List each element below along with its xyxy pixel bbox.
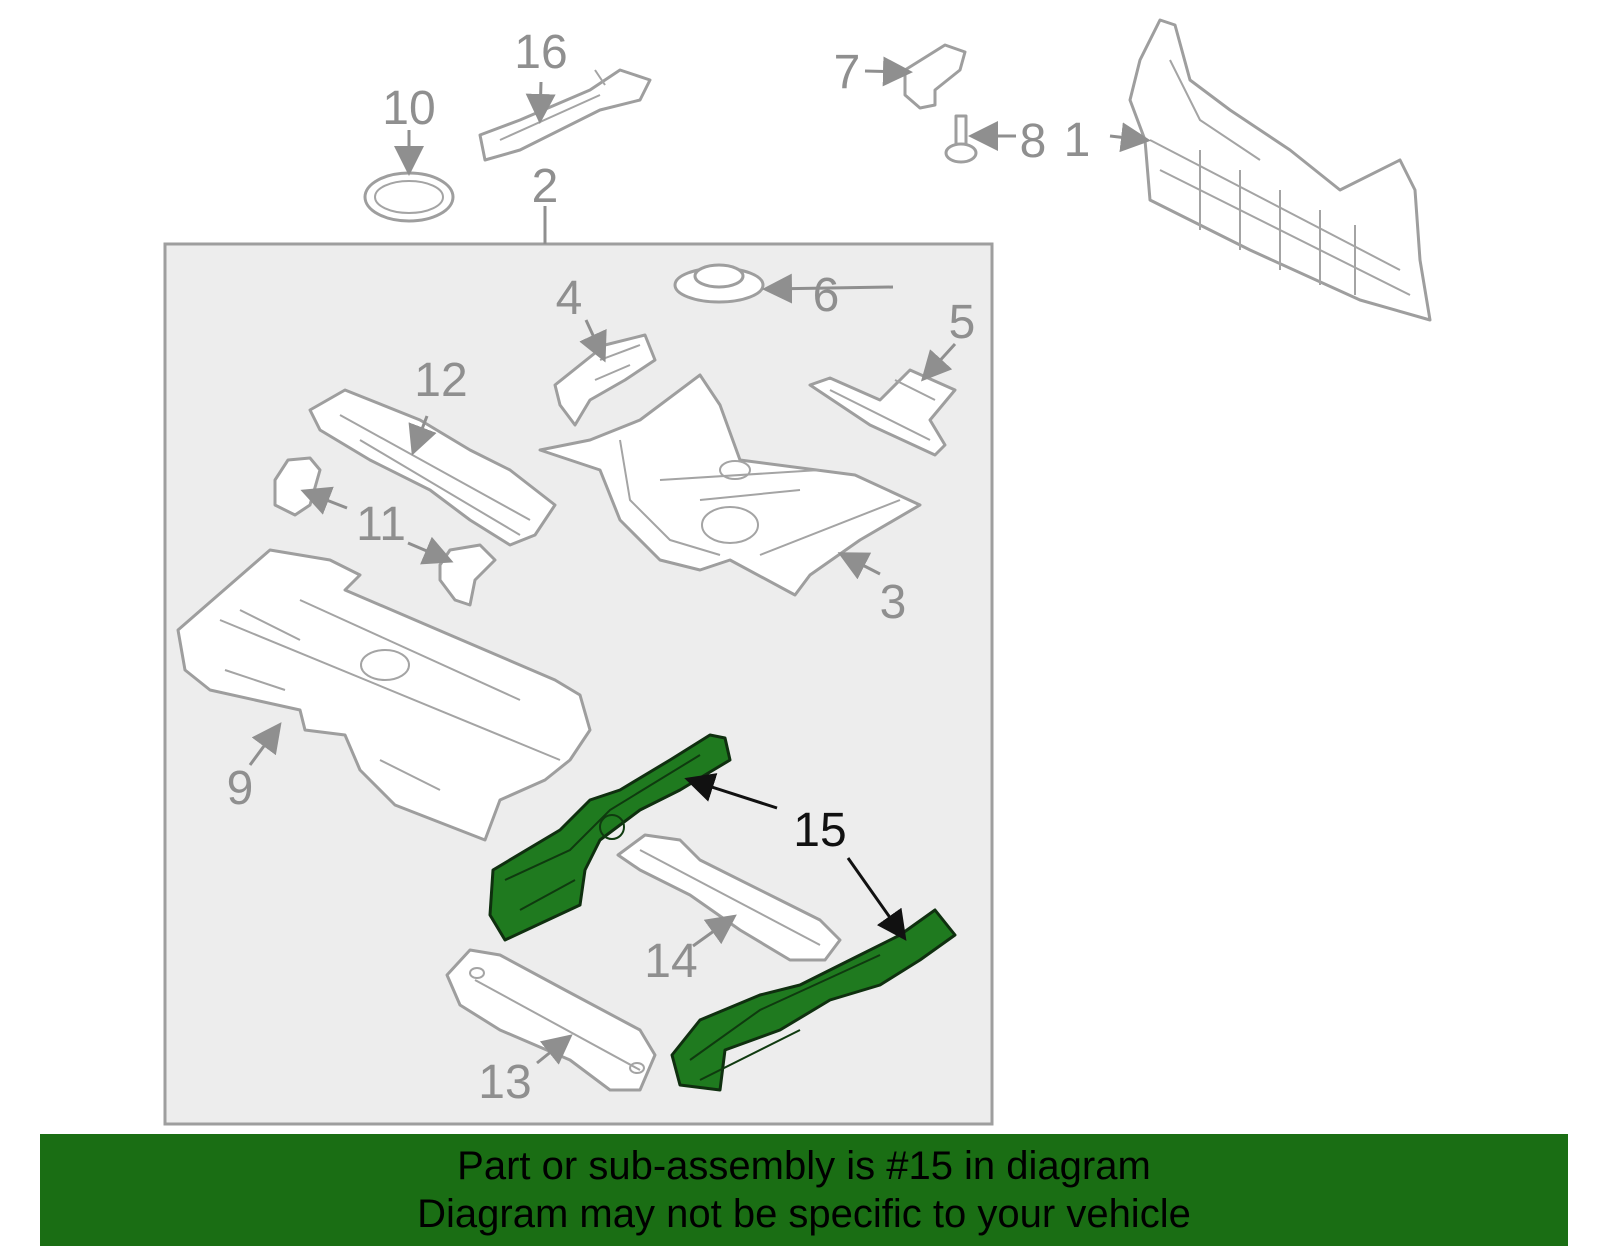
part-9-front-floor [176, 548, 592, 842]
leader-4 [579, 319, 607, 363]
info-banner: Part or sub-assembly is #15 in diagram D… [40, 1134, 1568, 1246]
part-12-crossmember [308, 388, 557, 547]
callout-8: 8 [1020, 115, 1047, 168]
callout-10: 10 [382, 82, 435, 135]
callout-14: 14 [644, 935, 697, 988]
part-15-side-member-right [670, 908, 957, 1092]
part-16-bracket [478, 68, 652, 162]
callout-6: 6 [813, 269, 840, 322]
part-13-crossmember [445, 948, 657, 1092]
leader-11b [407, 536, 454, 565]
part-7-clip [903, 43, 967, 110]
banner-line-1: Part or sub-assembly is #15 in diagram [457, 1144, 1151, 1188]
leader-12 [408, 415, 437, 456]
leader-13 [536, 1034, 573, 1065]
callout-13: 13 [478, 1056, 531, 1109]
leader-14 [692, 914, 737, 948]
banner-line-2: Diagram may not be specific to your vehi… [417, 1192, 1191, 1236]
callout-16: 16 [514, 26, 567, 79]
part-1-rear-panel [1128, 18, 1432, 322]
part-3-rear-floor [538, 373, 922, 597]
callout-3: 3 [880, 576, 907, 629]
part-8-bolt [944, 114, 978, 164]
part-10-grommet [363, 171, 455, 223]
part-5-bracket [808, 368, 957, 457]
part-4-bracket [553, 333, 657, 427]
leader-9 [248, 722, 282, 766]
leader-6 [762, 273, 894, 304]
leader-15b [846, 857, 907, 941]
callout-7: 7 [834, 46, 861, 99]
leader-3 [837, 552, 881, 580]
leader-7 [864, 56, 913, 87]
leader-11a [300, 486, 348, 515]
callout-15: 15 [793, 804, 846, 857]
callout-11: 11 [356, 498, 406, 551]
callout-9: 9 [227, 762, 254, 815]
leader-1 [1109, 122, 1151, 153]
callout-4: 4 [556, 272, 583, 325]
part-6-plug [673, 263, 765, 304]
leader-lines [248, 56, 1151, 1065]
callout-1: 1 [1064, 114, 1091, 167]
callout-5: 5 [949, 296, 976, 349]
leader-16 [525, 81, 556, 124]
part-14-side-member [616, 833, 842, 962]
callout-12: 12 [414, 354, 467, 407]
callout-2: 2 [532, 160, 559, 213]
leader-15a [684, 773, 778, 810]
part-11-bracket-right [438, 543, 497, 607]
leader-5 [920, 342, 957, 382]
